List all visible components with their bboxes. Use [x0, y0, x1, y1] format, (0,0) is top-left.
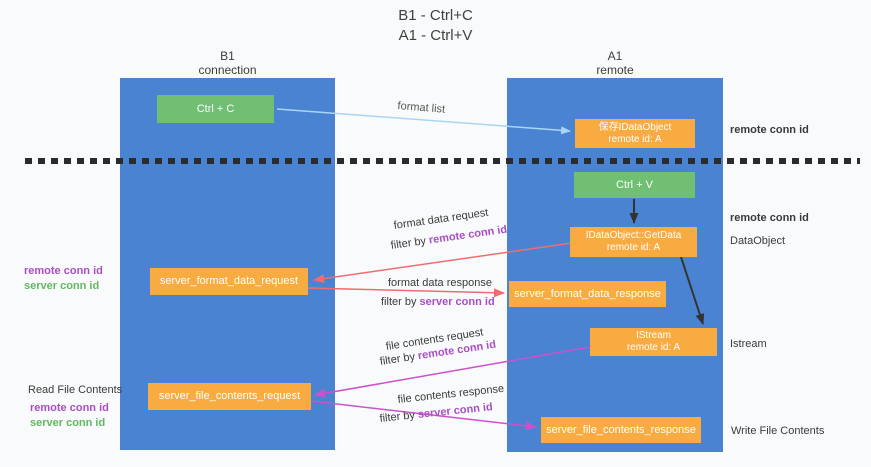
- lane-b1-name: B1: [220, 49, 235, 63]
- server-conn-id-text: server conn id: [417, 401, 494, 421]
- annotation-left-conn-ids-1: remote conn id server conn id: [24, 264, 103, 294]
- node-idataobject-getdata-line1: IDataObject::GetData: [585, 230, 682, 241]
- title-line-2: A1 - Ctrl+V: [398, 27, 473, 44]
- annotation-write-file-contents: Write File Contents: [731, 425, 825, 437]
- lane-b1-role: connection: [198, 63, 257, 77]
- remote-conn-id-text: remote conn id: [30, 402, 109, 414]
- remote-conn-id-text: remote conn id: [428, 223, 508, 247]
- diagram-title: B1 - Ctrl+C A1 - Ctrl+V: [0, 6, 871, 46]
- node-idataobject-getdata: IDataObject::GetData remote id: A: [570, 227, 697, 257]
- filter-by-text: filter by: [381, 296, 417, 308]
- remote-conn-id-text: remote conn id: [24, 265, 103, 277]
- server-conn-id-text: server conn id: [30, 417, 106, 429]
- node-save-idataobject-line2: remote id: A: [608, 133, 662, 145]
- node-server-file-contents-request: server_file_contents_request: [148, 383, 311, 410]
- node-istream-line2: remote id: A: [626, 342, 681, 353]
- filter-by-text: filter by: [379, 350, 416, 368]
- node-server-file-contents-response: server_file_contents_response: [541, 417, 701, 443]
- annotation-remote-conn-id-mid: remote conn id: [730, 212, 809, 224]
- annotation-dataobject: DataObject: [730, 235, 786, 247]
- label-format-data-response: format data response: [388, 277, 492, 289]
- annotation-left-conn-ids-2: remote conn id server conn id: [30, 401, 109, 431]
- node-save-idataobject: 保存IDataObject remote id: A: [575, 119, 695, 148]
- lane-header-b1: B1 connection: [120, 49, 335, 77]
- node-idataobject-getdata-line2: remote id: A: [606, 242, 661, 253]
- node-save-idataobject-line1: 保存IDataObject: [598, 121, 672, 133]
- lane-a1-role: remote: [596, 63, 634, 77]
- label-format-list: format list: [397, 100, 446, 116]
- node-server-format-data-response: server_format_data_response: [509, 281, 666, 307]
- title-line-1: B1 - Ctrl+C: [398, 7, 473, 24]
- node-istream-line1: IStream: [635, 330, 671, 341]
- lane-header-a1: A1 remote: [507, 49, 723, 77]
- lane-a1-name: A1: [607, 49, 623, 63]
- node-istream: IStream remote id: A: [590, 328, 717, 356]
- node-ctrl-v: Ctrl + V: [574, 172, 695, 198]
- annotation-remote-conn-id-top: remote conn id: [730, 124, 809, 136]
- filter-by-text: filter by: [379, 409, 416, 425]
- server-conn-id-text: server conn id: [419, 296, 495, 308]
- node-server-format-data-request: server_format_data_request: [150, 268, 308, 295]
- server-conn-id-text: server conn id: [24, 280, 100, 292]
- annotation-istream: Istream: [730, 338, 767, 350]
- annotation-read-file-contents: Read File Contents: [28, 384, 123, 396]
- filter-by-text: filter by: [390, 235, 427, 252]
- node-ctrl-c: Ctrl + C: [157, 95, 274, 123]
